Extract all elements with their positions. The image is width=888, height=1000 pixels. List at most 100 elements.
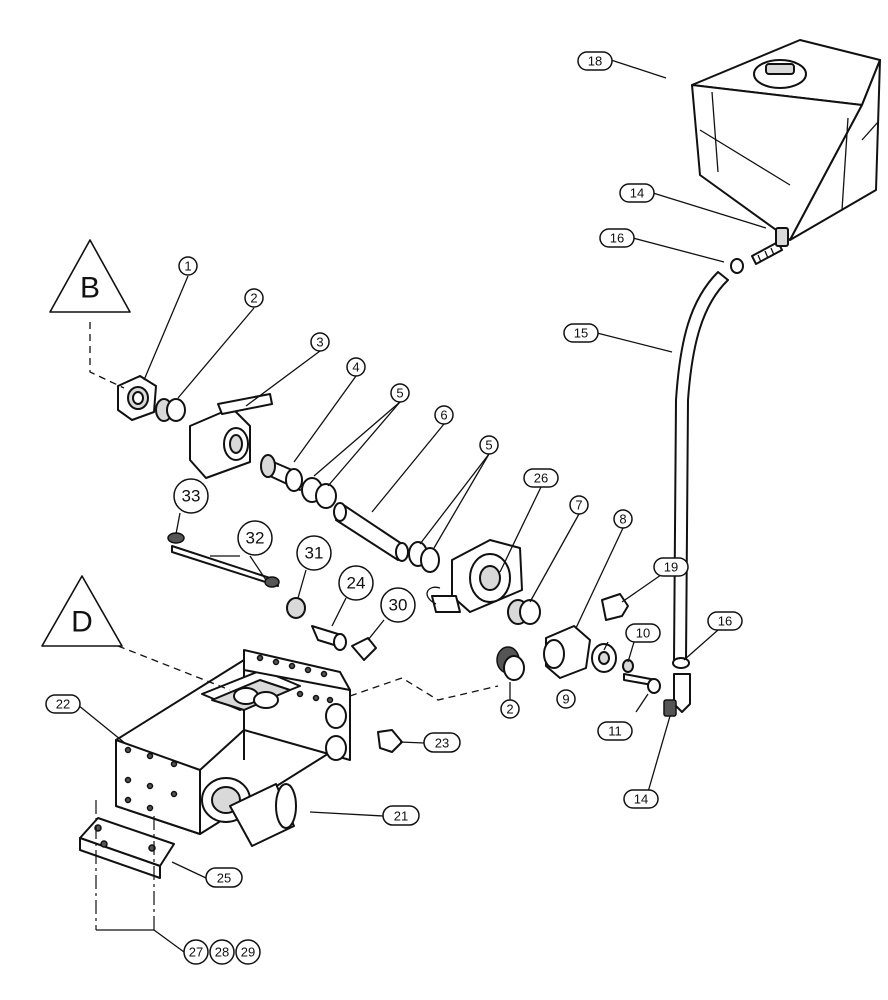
callout-2-top: 2 [244, 288, 264, 308]
svg-text:25: 25 [217, 871, 231, 886]
svg-text:24: 24 [347, 574, 366, 593]
callout-8: 8 [613, 509, 633, 529]
callout-19: 19 [653, 557, 689, 577]
callout-2-lower: 2 [500, 699, 520, 719]
callout-9: 9 [556, 689, 576, 709]
svg-text:1: 1 [184, 259, 191, 274]
callout-31: 31 [296, 535, 332, 571]
callout-5-left: 5 [390, 383, 410, 403]
callout-16-top: 16 [599, 228, 635, 248]
mounting-base [79, 817, 175, 879]
pipe-nipple-top [155, 398, 186, 422]
breather-cap [377, 729, 403, 753]
svg-text:30: 30 [389, 596, 408, 615]
callout-3: 3 [310, 332, 330, 352]
elbow-fitting-bottom [663, 673, 691, 717]
callout-5-right: 5 [479, 435, 499, 455]
callout-14-top: 14 [619, 183, 655, 203]
hose [673, 271, 729, 661]
hose-barb-fitting [260, 454, 303, 492]
svg-text:14: 14 [630, 186, 644, 201]
adapter-flange [117, 375, 157, 421]
svg-text:33: 33 [182, 487, 201, 506]
tank [691, 39, 881, 241]
svg-text:18: 18 [588, 54, 602, 69]
drain-valve [623, 673, 661, 694]
coupling [311, 625, 347, 651]
svg-text:31: 31 [305, 544, 324, 563]
svg-text:22: 22 [56, 697, 70, 712]
svg-text:27: 27 [189, 945, 203, 960]
pipe-tee [543, 625, 591, 679]
oring-top [730, 258, 744, 274]
svg-text:7: 7 [575, 498, 582, 513]
callout-7: 7 [569, 495, 589, 515]
pipe-plug [601, 593, 629, 621]
svg-text:3: 3 [316, 335, 323, 350]
oring-right [672, 657, 690, 669]
svg-text:14: 14 [634, 792, 648, 807]
svg-text:16: 16 [718, 614, 732, 629]
callout-23: 23 [423, 732, 461, 753]
svg-text:5: 5 [396, 386, 403, 401]
pipe-nipple-lower [496, 646, 525, 681]
callout-30: 30 [380, 587, 416, 623]
callout-26: 26 [523, 468, 559, 488]
svg-text:5: 5 [485, 438, 492, 453]
svg-text:11: 11 [608, 724, 622, 739]
svg-text:19: 19 [664, 560, 678, 575]
svg-text:29: 29 [241, 945, 255, 960]
svg-text:2: 2 [250, 291, 257, 306]
ref-d-letter: D [71, 606, 93, 639]
hose-clamps-right [408, 541, 440, 573]
reducer-bushing [591, 643, 617, 673]
svg-text:32: 32 [246, 529, 265, 548]
callout-18: 18 [577, 51, 613, 71]
callout-32: 32 [237, 520, 273, 556]
threaded-rod [171, 545, 280, 588]
callout-11: 11 [597, 721, 633, 741]
svg-text:26: 26 [534, 471, 548, 486]
callout-16-right: 16 [707, 611, 743, 631]
callout-6: 6 [434, 405, 454, 425]
view-reference-d: D [41, 575, 123, 647]
callout-27: 27 [183, 939, 209, 965]
hose-short [333, 502, 409, 562]
line-strainer [426, 539, 523, 613]
callout-4: 4 [346, 357, 366, 377]
pump-assembly [115, 649, 351, 847]
callout-28: 28 [209, 939, 235, 965]
ref-b-letter: B [80, 272, 100, 305]
svg-text:23: 23 [435, 736, 449, 751]
callout-10: 10 [625, 623, 661, 643]
svg-text:9: 9 [562, 692, 569, 707]
elbow-fitting-top [751, 227, 789, 265]
svg-text:28: 28 [215, 945, 229, 960]
callout-1: 1 [178, 256, 198, 276]
pipe-nipple-mid [507, 599, 541, 625]
svg-text:8: 8 [619, 512, 626, 527]
view-reference-b: B [49, 239, 131, 313]
callout-25: 25 [205, 867, 243, 888]
svg-text:10: 10 [636, 626, 650, 641]
svg-text:4: 4 [352, 360, 359, 375]
leader-lines [77, 59, 767, 953]
callout-22: 22 [45, 694, 81, 714]
callout-15: 15 [563, 323, 599, 343]
svg-text:21: 21 [394, 809, 408, 824]
fitting-31 [286, 597, 306, 619]
svg-text:2: 2 [506, 702, 513, 717]
ball-valve [189, 393, 273, 479]
svg-text:15: 15 [574, 326, 588, 341]
hose-clamps-left [301, 477, 337, 509]
svg-text:6: 6 [440, 408, 447, 423]
callout-29: 29 [235, 939, 261, 965]
svg-text:16: 16 [610, 231, 624, 246]
callout-14-bottom: 14 [623, 789, 659, 809]
callout-33: 33 [173, 478, 209, 514]
callout-21: 21 [382, 805, 420, 826]
elbow-30 [351, 637, 377, 661]
machine-screw [167, 532, 185, 544]
callout-24: 24 [338, 565, 374, 601]
